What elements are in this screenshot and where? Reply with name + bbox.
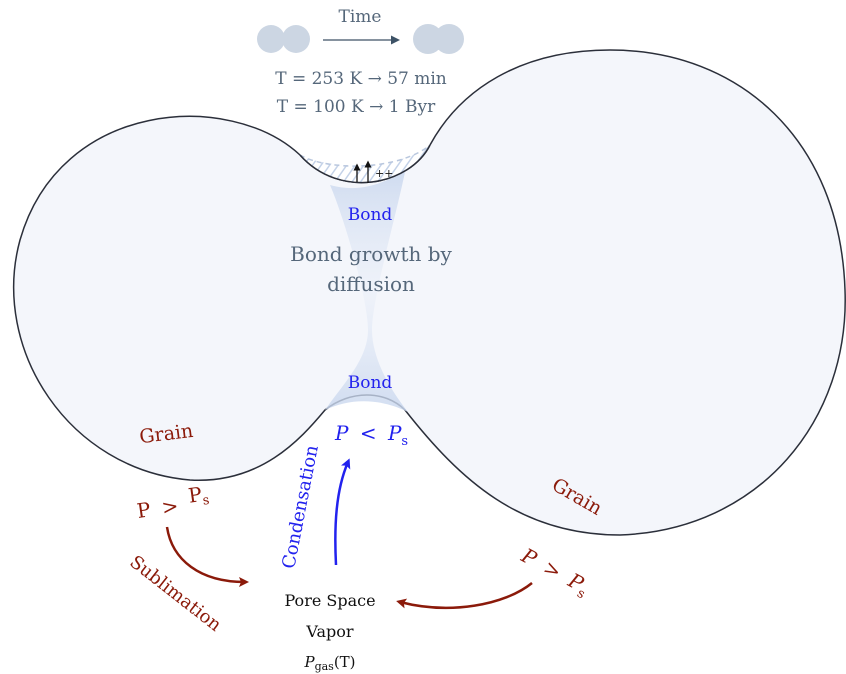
neck-curve	[299, 144, 431, 184]
bond-growth-text-line1: Bond growth by	[290, 242, 452, 266]
bond-diffusion-glow	[325, 172, 408, 412]
pore-space-label: Pore Space	[284, 591, 375, 610]
sublimation-label: Sublimation	[126, 551, 226, 636]
gas-pressure-label: Pgas(T)	[303, 653, 355, 673]
condensation-label: Condensation	[278, 443, 323, 570]
condensation-pressure-label: P < Ps	[334, 421, 408, 449]
legend-bond-bridge	[428, 30, 449, 48]
time-legend: Time T = 253 K → 57 min T = 100 K → 1 By…	[257, 7, 464, 117]
sublimation-pressure-left: P > Ps	[134, 481, 211, 523]
time-label: Time	[339, 7, 382, 27]
legend-temp-line1: T = 253 K → 57 min	[275, 69, 447, 89]
neck-plus-label: ++	[375, 167, 393, 180]
vapor-label: Vapor	[305, 622, 354, 641]
sublimation-arrow-right	[396, 582, 533, 609]
sublimation-arrow-left	[165, 526, 249, 587]
grain-pair-outline	[12, 49, 846, 536]
legend-grain-a2	[282, 25, 310, 53]
legend-grain-a1	[257, 25, 285, 53]
bond-label-top: Bond	[348, 205, 393, 225]
bond-label-bottom: Bond	[348, 373, 393, 393]
bond-growth-text-line2: diffusion	[327, 272, 415, 296]
neck-hatch	[300, 145, 430, 183]
legend-temp-line2: T = 100 K → 1 Byr	[277, 97, 436, 117]
sublimation-pressure-right: P > Ps	[515, 543, 594, 603]
condensation-arrow	[334, 458, 351, 566]
